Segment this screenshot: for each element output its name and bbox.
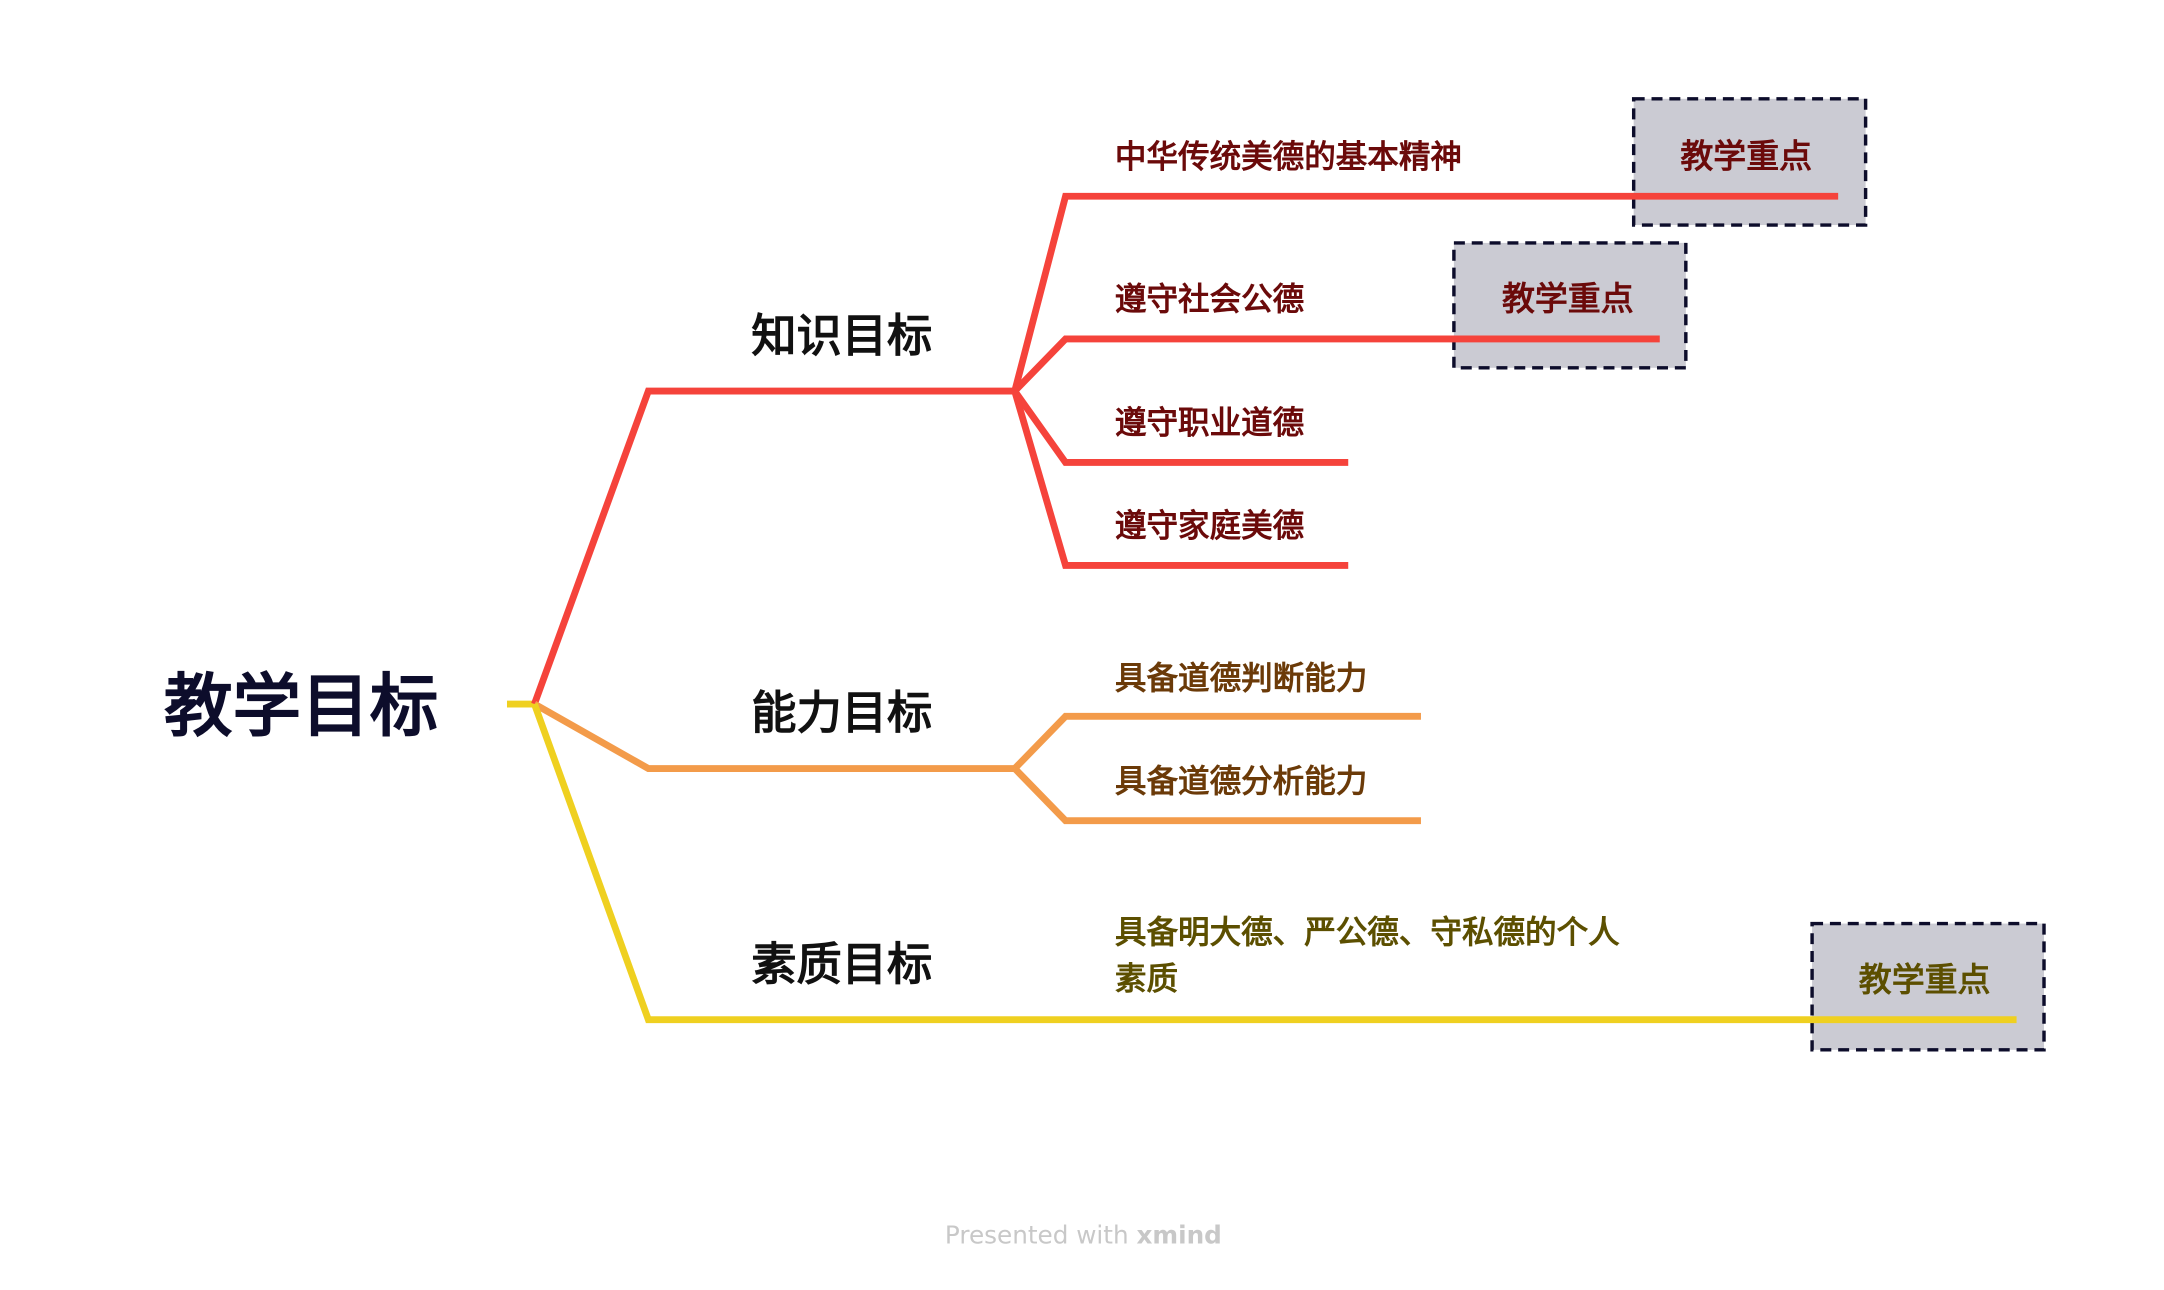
branch-quality-lines [531,702,2017,1024]
tag-box-key-point[interactable] [1810,921,2046,1052]
key-point-label: 教学重点 [1680,136,1812,175]
tag-box-key-point[interactable] [1631,97,1868,227]
footer-credit: Presented with xmind [945,1220,1222,1249]
subtopic[interactable]: 具备道德分析能力 [1115,764,1367,800]
branch-ability-lines [532,701,1421,825]
topic-ability-goals[interactable]: 能力目标 [751,687,932,740]
subtopic[interactable]: 遵守社会公德 [1115,282,1305,318]
subtopic-line1[interactable]: 具备明大德、严公德、守私德的个人 [1115,915,1620,951]
subtopic[interactable]: 具备道德判断能力 [1115,661,1367,697]
branch-knowledge-lines [531,192,1839,706]
topic-knowledge-goals[interactable]: 知识目标 [751,309,932,362]
footer-prefix: Presented with [945,1220,1137,1249]
subtopic-line2[interactable]: 素质 [1115,961,1178,997]
subtopic[interactable]: 遵守家庭美德 [1115,508,1305,545]
key-point-label: 教学重点 [1859,960,1991,999]
tag-box-key-point[interactable] [1452,241,1688,370]
topic-quality-goals[interactable]: 素质目标 [751,938,932,991]
root-topic[interactable]: 教学目标 [164,667,438,747]
key-point-label: 教学重点 [1502,279,1634,318]
subtopic[interactable]: 遵守职业道德 [1115,406,1305,442]
xmind-brand: xmind [1136,1220,1221,1249]
subtopic[interactable]: 中华传统美德的基本精神 [1115,139,1462,175]
